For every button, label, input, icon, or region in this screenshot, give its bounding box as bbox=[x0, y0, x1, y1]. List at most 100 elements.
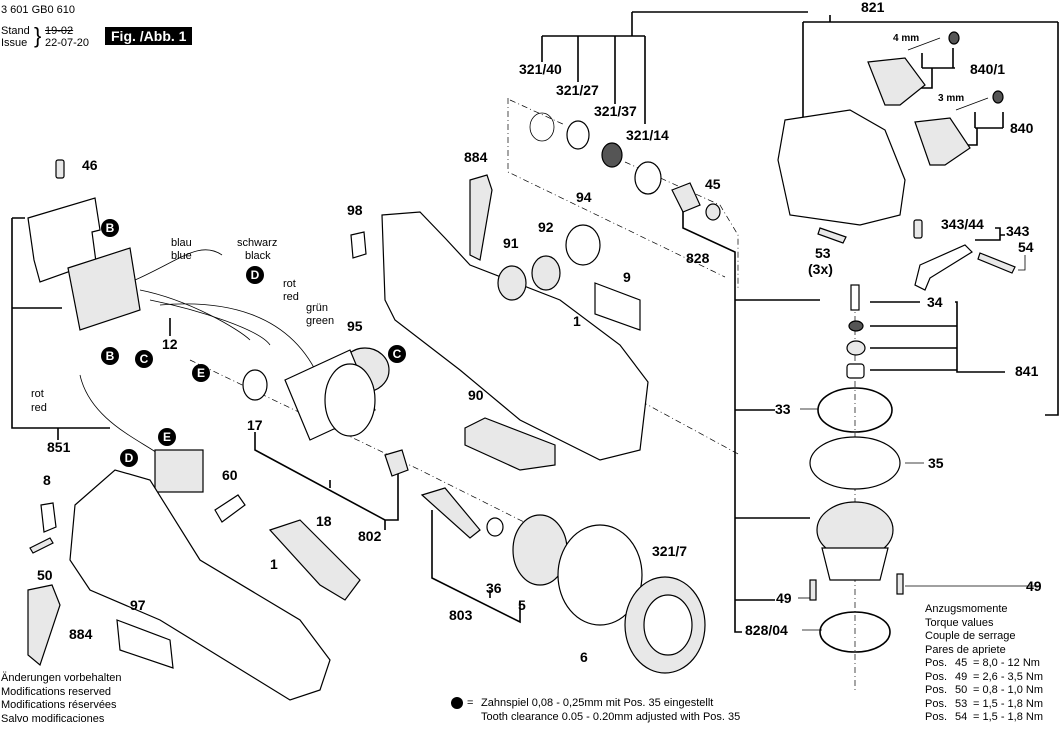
old-date: 19-02 bbox=[45, 25, 74, 37]
torque-row: Pos.53= 1,5 - 1,8 Nm bbox=[925, 697, 1044, 710]
part-34-pin bbox=[850, 284, 860, 311]
connector-badge-e-top: E bbox=[192, 364, 210, 382]
part-gear-flange bbox=[821, 547, 889, 581]
part-1-handle-housing bbox=[69, 469, 331, 701]
disclaimer: Änderungen vorbehalten Modifications res… bbox=[1, 672, 121, 726]
part-821-gear-head bbox=[777, 109, 906, 226]
callout-49-right: 49 bbox=[1026, 578, 1042, 594]
part-840-button bbox=[914, 117, 971, 166]
torque-title-es: Pares de apriete bbox=[925, 643, 1006, 656]
part-electronics-module bbox=[67, 247, 141, 331]
leader-54 bbox=[1018, 255, 1026, 271]
pin-3mm-dimension: 3 mm bbox=[938, 93, 965, 104]
connector-badge-b-top: B bbox=[101, 219, 119, 237]
footnote-de: Zahnspiel 0,08 - 0,25mm mit Pos. 35 eing… bbox=[481, 697, 714, 709]
callout-98: 98 bbox=[347, 202, 363, 218]
torque-row: Pos.45= 8,0 - 12 Nm bbox=[925, 657, 1040, 669]
callout-49-left: 49 bbox=[776, 590, 792, 606]
bracket-321-group bbox=[541, 11, 808, 124]
bracket-840 bbox=[965, 112, 1004, 146]
torque-row: Pos.49= 2,6 - 3,5 Nm bbox=[925, 670, 1044, 683]
issue-label: Issue bbox=[1, 37, 28, 49]
callout-97: 97 bbox=[130, 597, 146, 613]
disclaimer-en: Modifications reserved bbox=[1, 685, 112, 698]
callout-12: 12 bbox=[162, 336, 178, 352]
disclaimer-fr: Modifications réservées bbox=[1, 699, 117, 711]
part-98-label bbox=[350, 231, 367, 259]
bracket-840-1 bbox=[918, 48, 955, 89]
brace-icon: } bbox=[34, 23, 42, 48]
callout-884-bottom: 884 bbox=[69, 626, 93, 642]
callout-35: 35 bbox=[928, 455, 944, 471]
callout-343: 343 bbox=[1006, 223, 1030, 239]
callout-841: 841 bbox=[1015, 363, 1039, 379]
bracket-803 bbox=[431, 510, 521, 624]
bracket-841 bbox=[870, 301, 1005, 373]
callout-94: 94 bbox=[576, 189, 592, 205]
callout-1-motor-housing: 1 bbox=[573, 313, 581, 329]
part-36-washer bbox=[486, 517, 504, 537]
part-46-spring bbox=[55, 159, 65, 179]
bracket-802 bbox=[254, 432, 399, 530]
part-90 bbox=[464, 417, 556, 471]
part-851-plate bbox=[27, 197, 101, 283]
wire-label-red2-de: rot bbox=[31, 388, 44, 400]
callout-321-37: 321/37 bbox=[594, 103, 637, 119]
torque-title-de: Anzugsmomente bbox=[925, 603, 1008, 615]
part-45-nut bbox=[705, 203, 721, 221]
part-33-o-ring bbox=[817, 387, 893, 433]
stand-label: Stand bbox=[1, 25, 30, 37]
callout-5: 5 bbox=[518, 597, 526, 613]
part-828-04-ring bbox=[819, 611, 891, 653]
callout-95: 95 bbox=[347, 318, 363, 334]
part-828-pinion bbox=[671, 182, 701, 213]
callout-18: 18 bbox=[316, 513, 332, 529]
callout-321-7: 321/7 bbox=[652, 543, 688, 559]
pin-4mm-dimension: 4 mm bbox=[893, 33, 920, 44]
part-8-label bbox=[40, 502, 57, 533]
wire-label-green-en: green bbox=[306, 315, 335, 327]
disclaimer-de: Änderungen vorbehalten bbox=[1, 672, 122, 684]
callout-1-handle-housing: 1 bbox=[270, 556, 278, 572]
callout-343-44: 343/44 bbox=[941, 216, 984, 232]
part-54-screw bbox=[977, 252, 1016, 274]
connector-badge-d-bottom: D bbox=[120, 449, 138, 467]
part-841-bearing bbox=[846, 340, 866, 356]
callout-828-04: 828/04 bbox=[745, 622, 788, 638]
callout-33: 33 bbox=[775, 401, 791, 417]
torque-title-en: Torque values bbox=[925, 616, 994, 629]
clearance-dot-icon bbox=[451, 697, 463, 709]
torque-table: Anzugsmomente Torque values Couple de se… bbox=[925, 603, 1043, 725]
callout-884-top: 884 bbox=[464, 149, 488, 165]
part-343-44-spring bbox=[913, 219, 923, 239]
part-803-shaft bbox=[420, 487, 481, 539]
part-35-gasket bbox=[809, 436, 901, 490]
callout-802: 802 bbox=[358, 528, 382, 544]
part-coupling bbox=[384, 449, 409, 477]
part-841-seal bbox=[848, 320, 864, 332]
callout-803: 803 bbox=[449, 607, 473, 623]
part-1-motor-housing bbox=[381, 211, 649, 461]
part-17-ring bbox=[242, 369, 268, 401]
callout-840-1: 840/1 bbox=[970, 61, 1006, 77]
part-18-strip bbox=[268, 519, 361, 601]
part-number: 3 601 GB0 610 bbox=[1, 4, 76, 16]
callout-321-14: 321/14 bbox=[626, 127, 669, 143]
callout-840: 840 bbox=[1010, 120, 1034, 136]
callout-53: 53 bbox=[815, 245, 831, 261]
wire-label-blue-en: blue bbox=[171, 250, 192, 262]
part-840-1-button bbox=[867, 57, 926, 106]
part-343-lever bbox=[914, 244, 973, 291]
callout-50: 50 bbox=[37, 567, 53, 583]
part-321-27 bbox=[566, 120, 590, 150]
issue-date: 22-07-20 bbox=[45, 37, 90, 49]
part-50-screw bbox=[29, 537, 54, 554]
callout-6: 6 bbox=[580, 649, 588, 665]
callout-321-27: 321/27 bbox=[556, 82, 599, 98]
part-841-sleeve bbox=[846, 363, 865, 379]
footnote-equals: = bbox=[467, 697, 474, 709]
callout-821: 821 bbox=[861, 0, 885, 15]
connector-badge-b-bottom: B bbox=[101, 347, 119, 365]
part-321-14 bbox=[634, 161, 662, 195]
